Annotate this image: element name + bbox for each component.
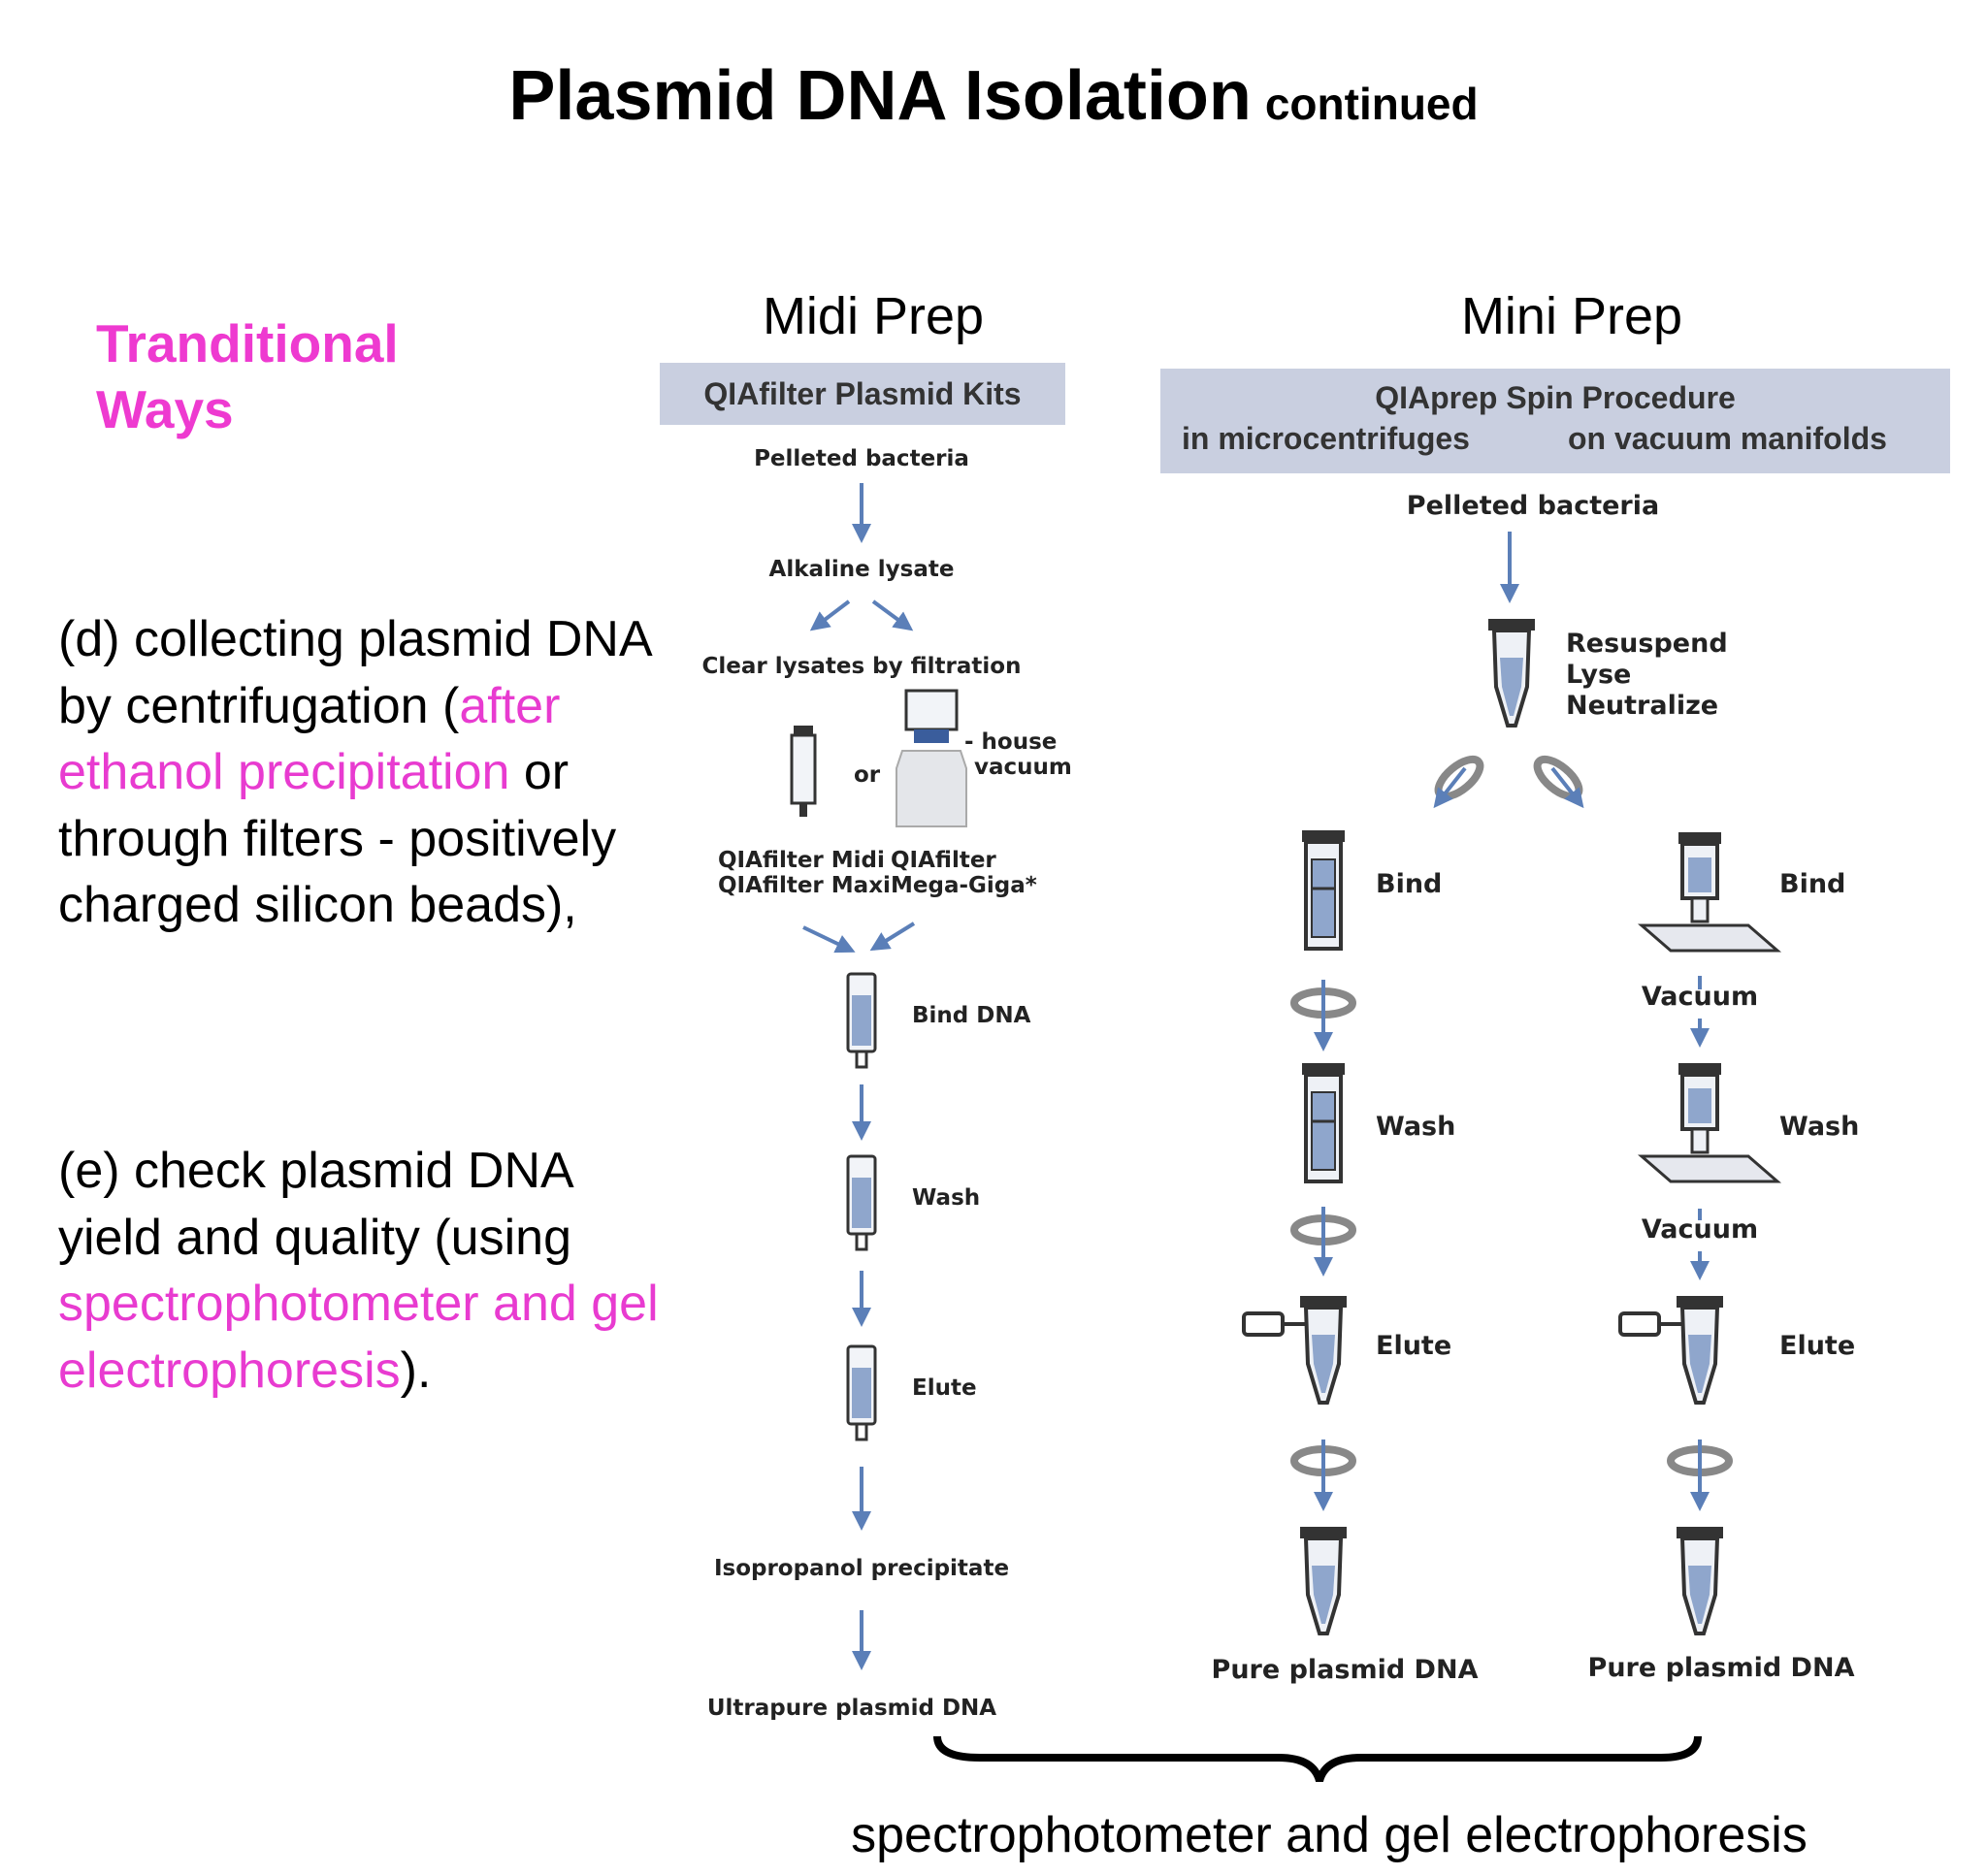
mini-right-bind-column-icon [1640,830,1779,953]
midi-label-isopropanol: Isopropanol precipitate [713,1556,1010,1581]
midi-arrow-2b [871,599,914,631]
midi-arrow-3b [869,922,916,952]
mini-prep-title: Mini Prep [1460,287,1683,345]
midi-kit-label: QIAfilter Plasmid Kits [703,376,1022,411]
paragraph-d: (d) collecting plasmid DNA by centrifuga… [58,606,660,939]
midi-label-clear: Clear lysates by filtration [701,654,1022,679]
mini-left-wash-column-icon [1300,1061,1347,1183]
mini-right-label-pure: Pure plasmid DNA [1587,1653,1855,1683]
mini-left-label-wash: Wash [1376,1112,1456,1142]
midi-elute-column-icon [846,1344,877,1441]
midi-arrow-2a [809,599,851,631]
mini-left-bind-column-icon [1300,828,1347,951]
side-heading-line1: Tranditional [96,313,399,373]
paragraph-d-highlight: after ethanol precipitation [58,677,561,801]
midi-label-filter-maxi: QIAfilter Maxi [718,873,891,898]
midi-prep-title: Midi Prep [762,287,985,345]
midi-label-filter-midi: QIAfilter Midi [718,848,885,873]
midi-label-pelleted: Pelleted bacteria [754,446,969,471]
paragraph-e: (e) check plasmid DNA yield and quality … [58,1138,660,1404]
title-main: Plasmid DNA Isolation [508,57,1252,135]
midi-bind-column-icon [846,972,877,1069]
mini-kit-line2-right: on vacuum manifolds [1568,421,1887,456]
midi-kit-box: QIAfilter Plasmid Kits [660,363,1065,425]
paragraph-d-after: or through filters - positively charged … [58,744,617,933]
paragraph-e-highlight: spectrophotometer and gel electrophoresi… [58,1276,659,1399]
midi-vacuum-bottle-icon [896,689,967,827]
mini-label-resuspend: Resuspend [1566,629,1728,659]
side-heading-line2: Ways [96,379,234,439]
midi-label-alkaline: Alkaline lysate [768,557,955,582]
mini-right-label-vacuum-2: Vacuum [1641,1214,1759,1245]
mini-left-label-bind: Bind [1376,869,1443,899]
mini-kit-line2-left: in microcentrifuges [1182,421,1470,456]
mini-label-pelleted: Pelleted bacteria [1406,491,1660,521]
paragraph-e-before: (e) check plasmid DNA yield and quality … [58,1143,571,1266]
midi-label-house: - house [964,729,1058,755]
midi-label-ultrapure: Ultrapure plasmid DNA [706,1696,997,1721]
midi-syringe-icon [790,726,817,817]
mini-label-neutralize: Neutralize [1566,691,1719,721]
midi-label-elute: Elute [912,1375,977,1401]
mini-right-label-elute: Elute [1779,1331,1856,1361]
midi-label-wash: Wash [912,1185,981,1211]
midi-label-or: or [854,762,881,788]
mini-resuspend-tube-icon [1486,617,1537,728]
mini-left-elute-tube-icon [1242,1294,1349,1405]
paragraph-e-after: ). [400,1342,432,1399]
title-sub: continued [1264,79,1479,129]
mini-right-wash-column-icon [1640,1061,1779,1183]
midi-wash-column-icon [846,1154,877,1251]
midi-label-filter-mega: Mega-Giga* [891,873,1037,898]
midi-arrow-3a [802,925,856,954]
midi-label-vacuum: vacuum [974,755,1072,780]
midi-label-bind: Bind DNA [912,1003,1031,1028]
bottom-caption: spectrophotometer and gel electrophoresi… [851,1807,1808,1863]
mini-split-arrows [1433,755,1584,809]
side-heading: Tranditional Ways [96,310,399,442]
mini-right-pure-tube-icon [1675,1525,1725,1635]
midi-label-filter-qia: QIAfilter [891,848,996,873]
mini-left-label-elute: Elute [1376,1331,1452,1361]
mini-kit-line1: QIAprep Spin Procedure [1375,380,1736,415]
midi-arrows [802,483,916,1670]
bottom-brace [933,1735,1702,1783]
paragraph-d-before: (d) collecting plasmid DNA by centrifuga… [58,611,650,734]
mini-kit-box: QIAprep Spin Procedure in microcentrifug… [1160,369,1950,473]
mini-right-label-wash: Wash [1779,1112,1860,1142]
mini-left-pure-tube-icon [1298,1525,1349,1635]
mini-right-elute-tube-icon [1618,1294,1725,1405]
mini-right-label-vacuum-1: Vacuum [1641,982,1759,1012]
mini-label-lyse: Lyse [1566,660,1632,690]
mini-left-label-pure: Pure plasmid DNA [1211,1655,1479,1685]
mini-right-label-bind: Bind [1779,869,1846,899]
